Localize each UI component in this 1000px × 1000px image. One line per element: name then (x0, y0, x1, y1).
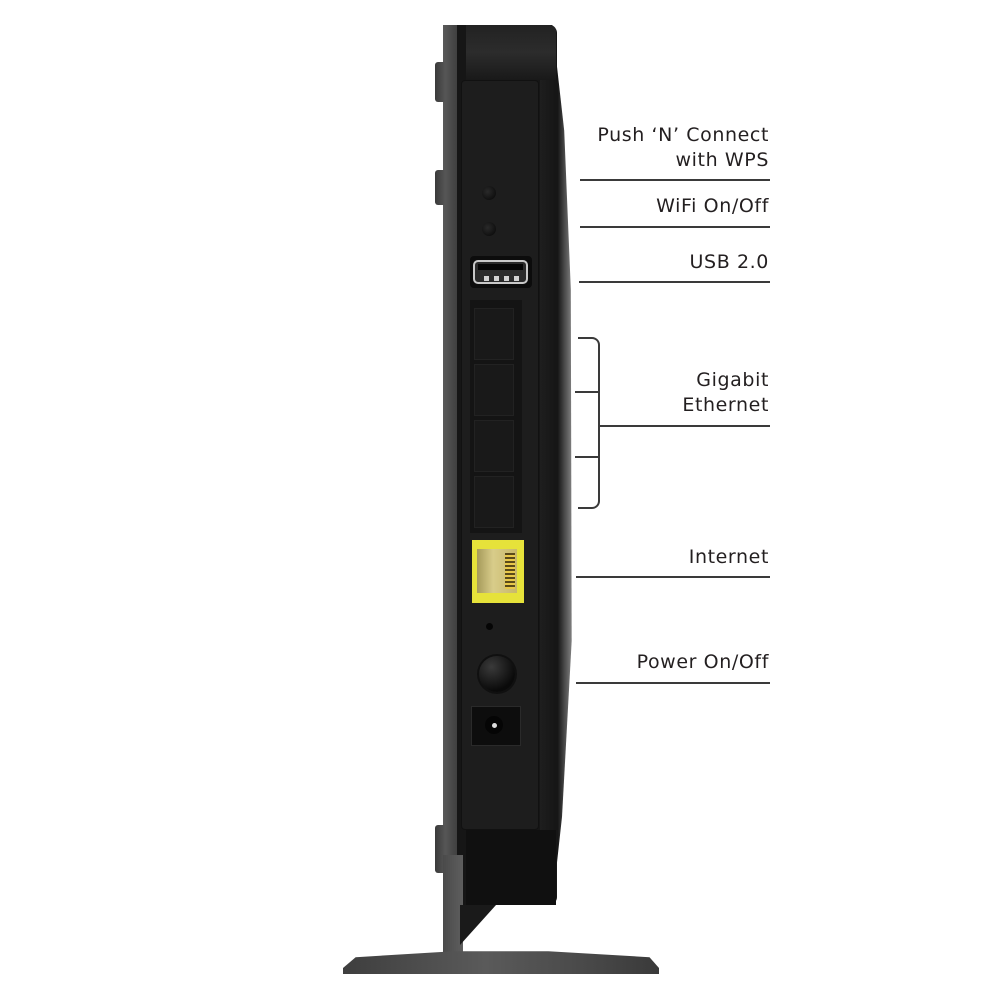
lan-port-4[interactable] (474, 476, 514, 528)
label-wifi: WiFi On/Off (656, 195, 769, 217)
bracket-tick-2 (575, 456, 600, 458)
power-button[interactable] (479, 656, 515, 692)
usb-port-slot (478, 264, 523, 270)
mount-tab-middle (435, 170, 445, 205)
leader-line-usb (579, 281, 770, 283)
usb-pin (504, 276, 509, 281)
bracket-tick-1 (575, 391, 600, 393)
stand-brace (460, 905, 496, 945)
router-top-cap (466, 25, 556, 80)
ethernet-bracket (578, 337, 600, 509)
leader-line-wps (580, 179, 770, 181)
wifi-toggle-button[interactable] (482, 222, 496, 236)
mount-tab-top (435, 62, 445, 102)
reset-pinhole[interactable] (486, 623, 493, 630)
router-bottom (466, 830, 556, 905)
label-wps-line-2: with WPS (675, 149, 769, 171)
lan-port-1[interactable] (474, 308, 514, 360)
router-rear-plate (443, 25, 457, 945)
internet-port-pins (505, 553, 515, 589)
leader-line-ethernet (600, 425, 770, 427)
label-ethernet-line-2: Ethernet (682, 394, 769, 416)
leader-line-wifi (580, 226, 770, 228)
leader-line-power (576, 682, 770, 684)
wps-button[interactable] (482, 186, 496, 200)
mount-tab-bottom (435, 825, 445, 873)
usb-pin (494, 276, 499, 281)
label-power: Power On/Off (636, 651, 769, 673)
label-internet: Internet (688, 546, 769, 568)
dc-jack-pin (492, 723, 497, 728)
label-wps: Push ‘N’ Connect with WPS (597, 123, 769, 173)
leader-line-internet (576, 576, 770, 578)
label-usb: USB 2.0 (689, 251, 769, 273)
stand-base (343, 951, 659, 974)
label-ethernet: Gigabit Ethernet (682, 368, 769, 418)
label-ethernet-line-1: Gigabit (696, 369, 769, 391)
stand-neck (443, 855, 463, 955)
usb-pin (514, 276, 519, 281)
label-wps-line-1: Push ‘N’ Connect (597, 124, 769, 146)
lan-port-2[interactable] (474, 364, 514, 416)
dc-jack-housing (471, 706, 521, 746)
lan-port-3[interactable] (474, 420, 514, 472)
usb-pin (484, 276, 489, 281)
